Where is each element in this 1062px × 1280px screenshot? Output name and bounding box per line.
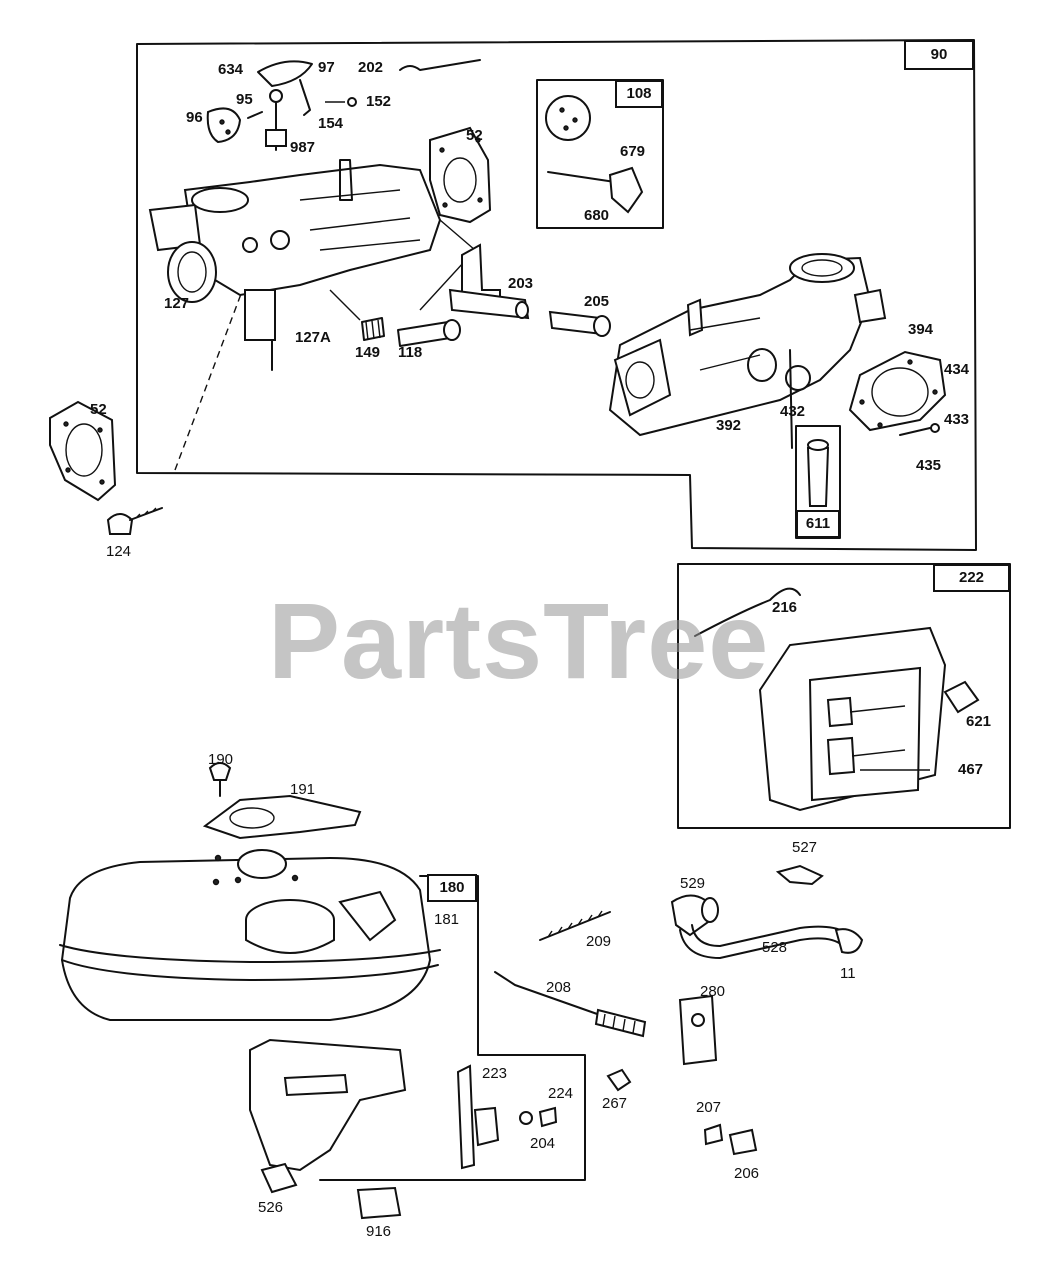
tank-bracket — [249, 1038, 407, 1220]
callout-434: 434 — [944, 361, 970, 378]
callout-202: 202 — [358, 59, 384, 76]
lever-203-205 — [448, 243, 611, 337]
callout-435: 435 — [916, 457, 942, 474]
callout-679: 679 — [620, 143, 646, 160]
callout-529: 529 — [680, 875, 706, 892]
callout-208: 208 — [546, 979, 572, 996]
gasket-52-top — [429, 126, 492, 224]
group-box-180: 180 — [427, 874, 477, 902]
callout-634: 634 — [218, 61, 244, 78]
callout-216: 216 — [772, 599, 798, 616]
watermark: PartsTree — [268, 580, 770, 701]
callout-127A: 127A — [295, 329, 331, 346]
callout-181: 181 — [434, 911, 460, 928]
callout-267: 267 — [602, 1095, 628, 1112]
group-box-108: 108 — [615, 80, 663, 108]
carburetor-body-right — [608, 253, 887, 449]
callout-96: 96 — [186, 109, 203, 126]
diaphragm-cover — [848, 350, 947, 436]
fuel-tank — [59, 762, 441, 1021]
fuel-line-parts — [670, 864, 864, 959]
callout-680: 680 — [584, 207, 610, 224]
callout-526: 526 — [258, 1199, 284, 1216]
callout-152: 152 — [366, 93, 392, 110]
callout-204: 204 — [530, 1135, 556, 1152]
callout-527: 527 — [792, 839, 818, 856]
callout-124: 124 — [106, 543, 132, 560]
callout-916: 916 — [366, 1223, 392, 1240]
callout-190: 190 — [208, 751, 234, 768]
small-hardware — [456, 994, 758, 1170]
idle-screw-parts — [329, 289, 461, 347]
choke-kit-box — [536, 79, 664, 229]
float-bowl-parts — [795, 425, 841, 539]
callout-52-top: 52 — [466, 127, 483, 144]
group-box-90: 90 — [904, 40, 974, 70]
callout-97: 97 — [318, 59, 335, 76]
carburetor-group-outline — [136, 39, 977, 551]
callout-394: 394 — [908, 321, 934, 338]
callout-206: 206 — [734, 1165, 760, 1182]
gasket-52-lower — [49, 400, 117, 502]
callout-11: 11 — [840, 965, 856, 982]
control-group-box — [677, 563, 1011, 829]
group-box-611: 611 — [796, 510, 840, 538]
callout-209: 209 — [586, 933, 612, 950]
screw-124 — [106, 507, 163, 535]
callout-207: 207 — [696, 1099, 722, 1116]
callout-205: 205 — [584, 293, 610, 310]
callout-621: 621 — [966, 713, 992, 730]
carburetor-body-left — [148, 159, 477, 371]
callout-528: 528 — [762, 939, 788, 956]
callout-987: 987 — [290, 139, 316, 156]
linkage-parts — [494, 910, 647, 1038]
callout-224: 224 — [548, 1085, 574, 1102]
choke-kit-parts — [545, 95, 644, 214]
callout-191: 191 — [290, 781, 316, 798]
throttle-shaft-parts — [206, 59, 481, 151]
callout-432: 432 — [780, 403, 806, 420]
callout-467: 467 — [958, 761, 984, 778]
callout-149: 149 — [355, 344, 381, 361]
callout-127: 127 — [164, 295, 190, 312]
callout-392: 392 — [716, 417, 742, 434]
callout-95: 95 — [236, 91, 253, 108]
callout-52-lower: 52 — [90, 401, 107, 418]
group-box-222: 222 — [933, 564, 1010, 592]
callout-154: 154 — [318, 115, 344, 132]
control-plate — [694, 587, 980, 812]
callout-433: 433 — [944, 411, 970, 428]
callout-280: 280 — [700, 983, 726, 1000]
callout-223: 223 — [482, 1065, 508, 1082]
callout-118: 118 — [398, 344, 423, 361]
callout-203: 203 — [508, 275, 534, 292]
